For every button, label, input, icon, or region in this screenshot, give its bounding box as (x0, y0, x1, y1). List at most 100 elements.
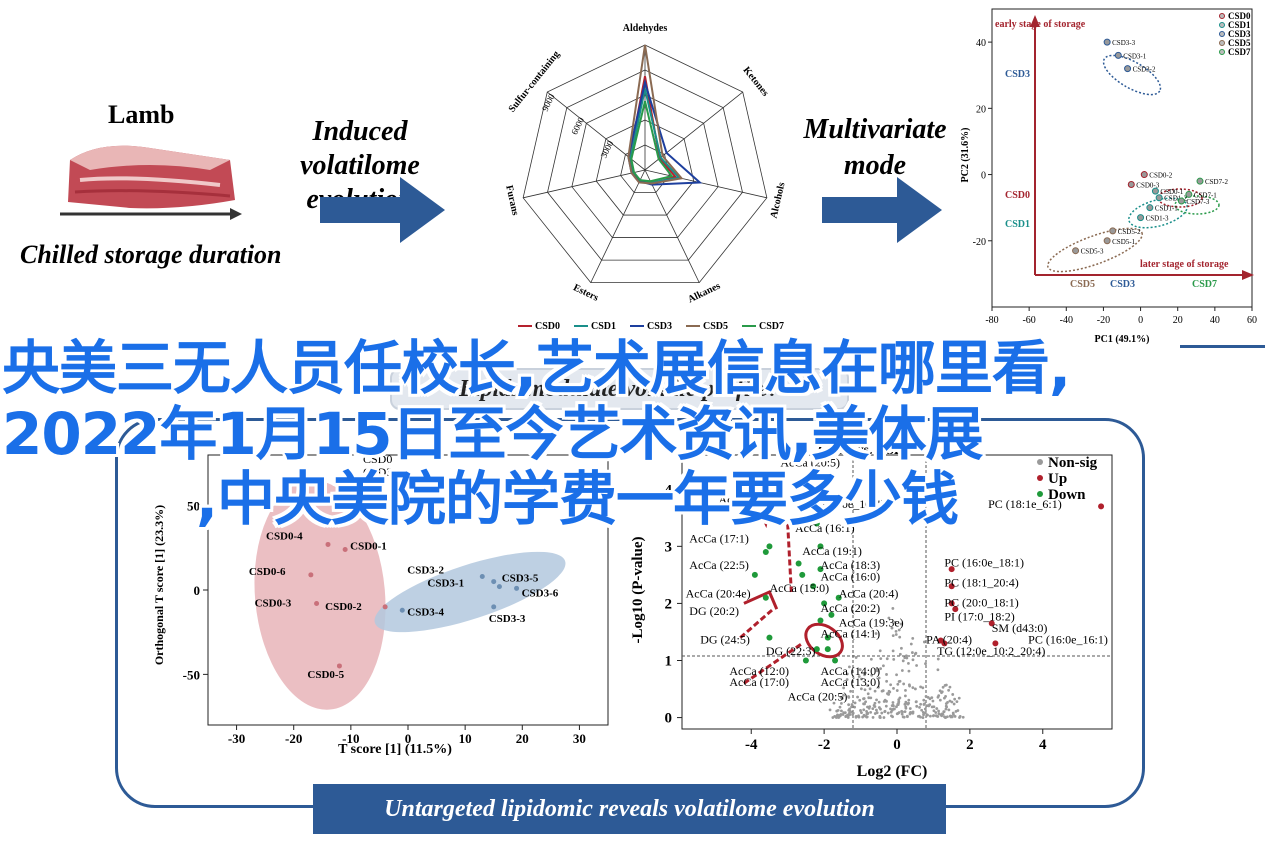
volcano-nonsig-point (862, 708, 866, 712)
volcano-annotation-line (743, 590, 779, 610)
volcano-lipid-label: PC (16:0e_18:1) (944, 555, 1024, 569)
pca-point-label: CSD5-3 (1081, 248, 1104, 256)
volcano-nonsig-point (845, 672, 849, 676)
volcano-down-point (766, 634, 773, 641)
volcano-nonsig-point (932, 709, 936, 713)
volcano-nonsig-point (858, 668, 862, 671)
pca-legend-label: CSD5 (1228, 38, 1251, 48)
volcano-nonsig-point (922, 698, 926, 702)
volcano-up-point (992, 640, 999, 647)
pca-point (1103, 237, 1111, 245)
volcano-nonsig-point (869, 696, 873, 700)
volcano-lipid-label: AcCa (20:4) (839, 587, 899, 601)
volcano-nonsig-point (936, 668, 940, 672)
volcano-nonsig-point (848, 711, 851, 715)
volcano-nonsig-point (882, 700, 886, 703)
volcano-nonsig-point (907, 662, 910, 665)
volcano-nonsig-point (849, 689, 853, 693)
volcano-nonsig-point (911, 686, 915, 690)
volcano-nonsig-point (868, 705, 872, 709)
volcano-lipid-label: AcCa (13:0) (820, 675, 880, 689)
volcano-nonsig-point (942, 710, 946, 714)
volcano-lipid-label: DG (20:2) (689, 604, 739, 618)
opls-point-label: CSD3-6 (522, 587, 559, 599)
pca-x-tick-label: 40 (1210, 315, 1220, 326)
volcano-nonsig-point (903, 656, 907, 660)
volcano-lipid-label: AcCa (15:0) (769, 581, 829, 595)
pca-point-label: CSD7-1 (1194, 191, 1217, 199)
volcano-nonsig-point (850, 705, 853, 709)
volcano-nonsig-point (887, 616, 891, 620)
volcano-down-point (813, 520, 820, 527)
volcano-y-tick-label: 2 (665, 596, 673, 612)
radar-legend-label: CSD1 (591, 321, 616, 332)
pca-group-csd7: CSD7 (1192, 279, 1217, 290)
pca-point (1177, 197, 1185, 205)
opls-point (399, 607, 405, 613)
volcano-nonsig-point (902, 682, 906, 686)
pca-group-csd0: CSD0 (1005, 190, 1030, 201)
radar-axis-label: Alcohols (769, 181, 788, 219)
pca-point-label: CSD0-2 (1149, 172, 1172, 180)
radar-axis-label: Alkanes (686, 281, 722, 306)
footer-banner: Untargeted lipidomic reveals volatilome … (313, 784, 946, 834)
opls-point (496, 584, 502, 590)
volcano-nonsig-point (875, 669, 879, 673)
volcano-nonsig-point (919, 702, 923, 706)
volcano-nonsig-point (860, 711, 863, 715)
opls-x-tick-label: 30 (573, 731, 586, 746)
volcano-nonsig-point (842, 686, 846, 690)
pca-point-label: CSD1-2 (1164, 195, 1187, 203)
pca-legend-marker (1219, 40, 1225, 46)
overlay-headline-line-1: 央美三无人员任校长,艺术展信息在哪里看, (2, 334, 1071, 402)
volcano-down-point (810, 583, 817, 590)
pca-y-tick-label: -20 (973, 237, 986, 248)
pca-x-tick-label: -40 (1060, 315, 1073, 326)
opls-y-tick-label: 50 (187, 499, 200, 514)
volcano-nonsig-point (914, 687, 917, 691)
volcano-nonsig-point (863, 702, 866, 706)
volcano-nonsig-point (871, 707, 875, 711)
pca-point (1114, 51, 1122, 59)
opls-x-tick-label: -10 (342, 731, 359, 746)
volcano-nonsig-point (900, 669, 904, 672)
opls-point (382, 604, 388, 610)
volcano-nonsig-point (940, 714, 944, 718)
volcano-nonsig-point (871, 716, 875, 719)
opls-point-label: CSD0-5 (307, 669, 344, 681)
volcano-lipid-label: PC (16:0e_16:1) (1028, 632, 1108, 646)
volcano-nonsig-point (856, 695, 859, 699)
volcano-nonsig-point (839, 701, 843, 705)
volcano-nonsig-point (944, 694, 947, 698)
opls-point-label: CSD0-4 (266, 530, 303, 542)
volcano-nonsig-point (845, 678, 849, 681)
overlay-headline-line-3: ,中央美院的学费一年要多少钱 (196, 465, 959, 533)
volcano-lipid-label: AcCa (14:1) (820, 627, 880, 641)
volcano-nonsig-point (886, 692, 890, 696)
opls-y-tick-label: -50 (183, 667, 200, 682)
volcano-nonsig-point (853, 701, 857, 705)
volcano-nonsig-point (862, 713, 866, 717)
opls-x-tick-label: -30 (228, 731, 245, 746)
volcano-nonsig-point (948, 685, 952, 689)
radar-axis-label: Aldehydes (623, 23, 668, 34)
opls-point (514, 585, 520, 591)
radar-chart: AldehydesKetonesAlcoholsAlkanesEstersFur… (503, 23, 788, 332)
radar-series-csd5 (627, 44, 684, 185)
volcano-nonsig-point (937, 694, 941, 697)
volcano-nonsig-point (891, 701, 895, 704)
volcano-nonsig-point (857, 715, 861, 719)
volcano-nonsig-point (872, 704, 876, 707)
volcano-nonsig-point (921, 716, 925, 719)
volcano-y-tick-label: 1 (665, 654, 673, 670)
volcano-nonsig-point (880, 711, 884, 715)
radar-axis-label: Ketones (741, 65, 771, 99)
volcano-nonsig-point (890, 714, 893, 718)
volcano-nonsig-point (907, 669, 911, 673)
pca-point (1124, 65, 1132, 73)
volcano-nonsig-point (847, 708, 851, 712)
volcano-nonsig-point (900, 709, 904, 713)
lamb-meat-image (68, 145, 235, 209)
opls-point-label: CSD3-5 (502, 573, 539, 585)
pca-point-label: CSD5-1 (1112, 238, 1135, 246)
